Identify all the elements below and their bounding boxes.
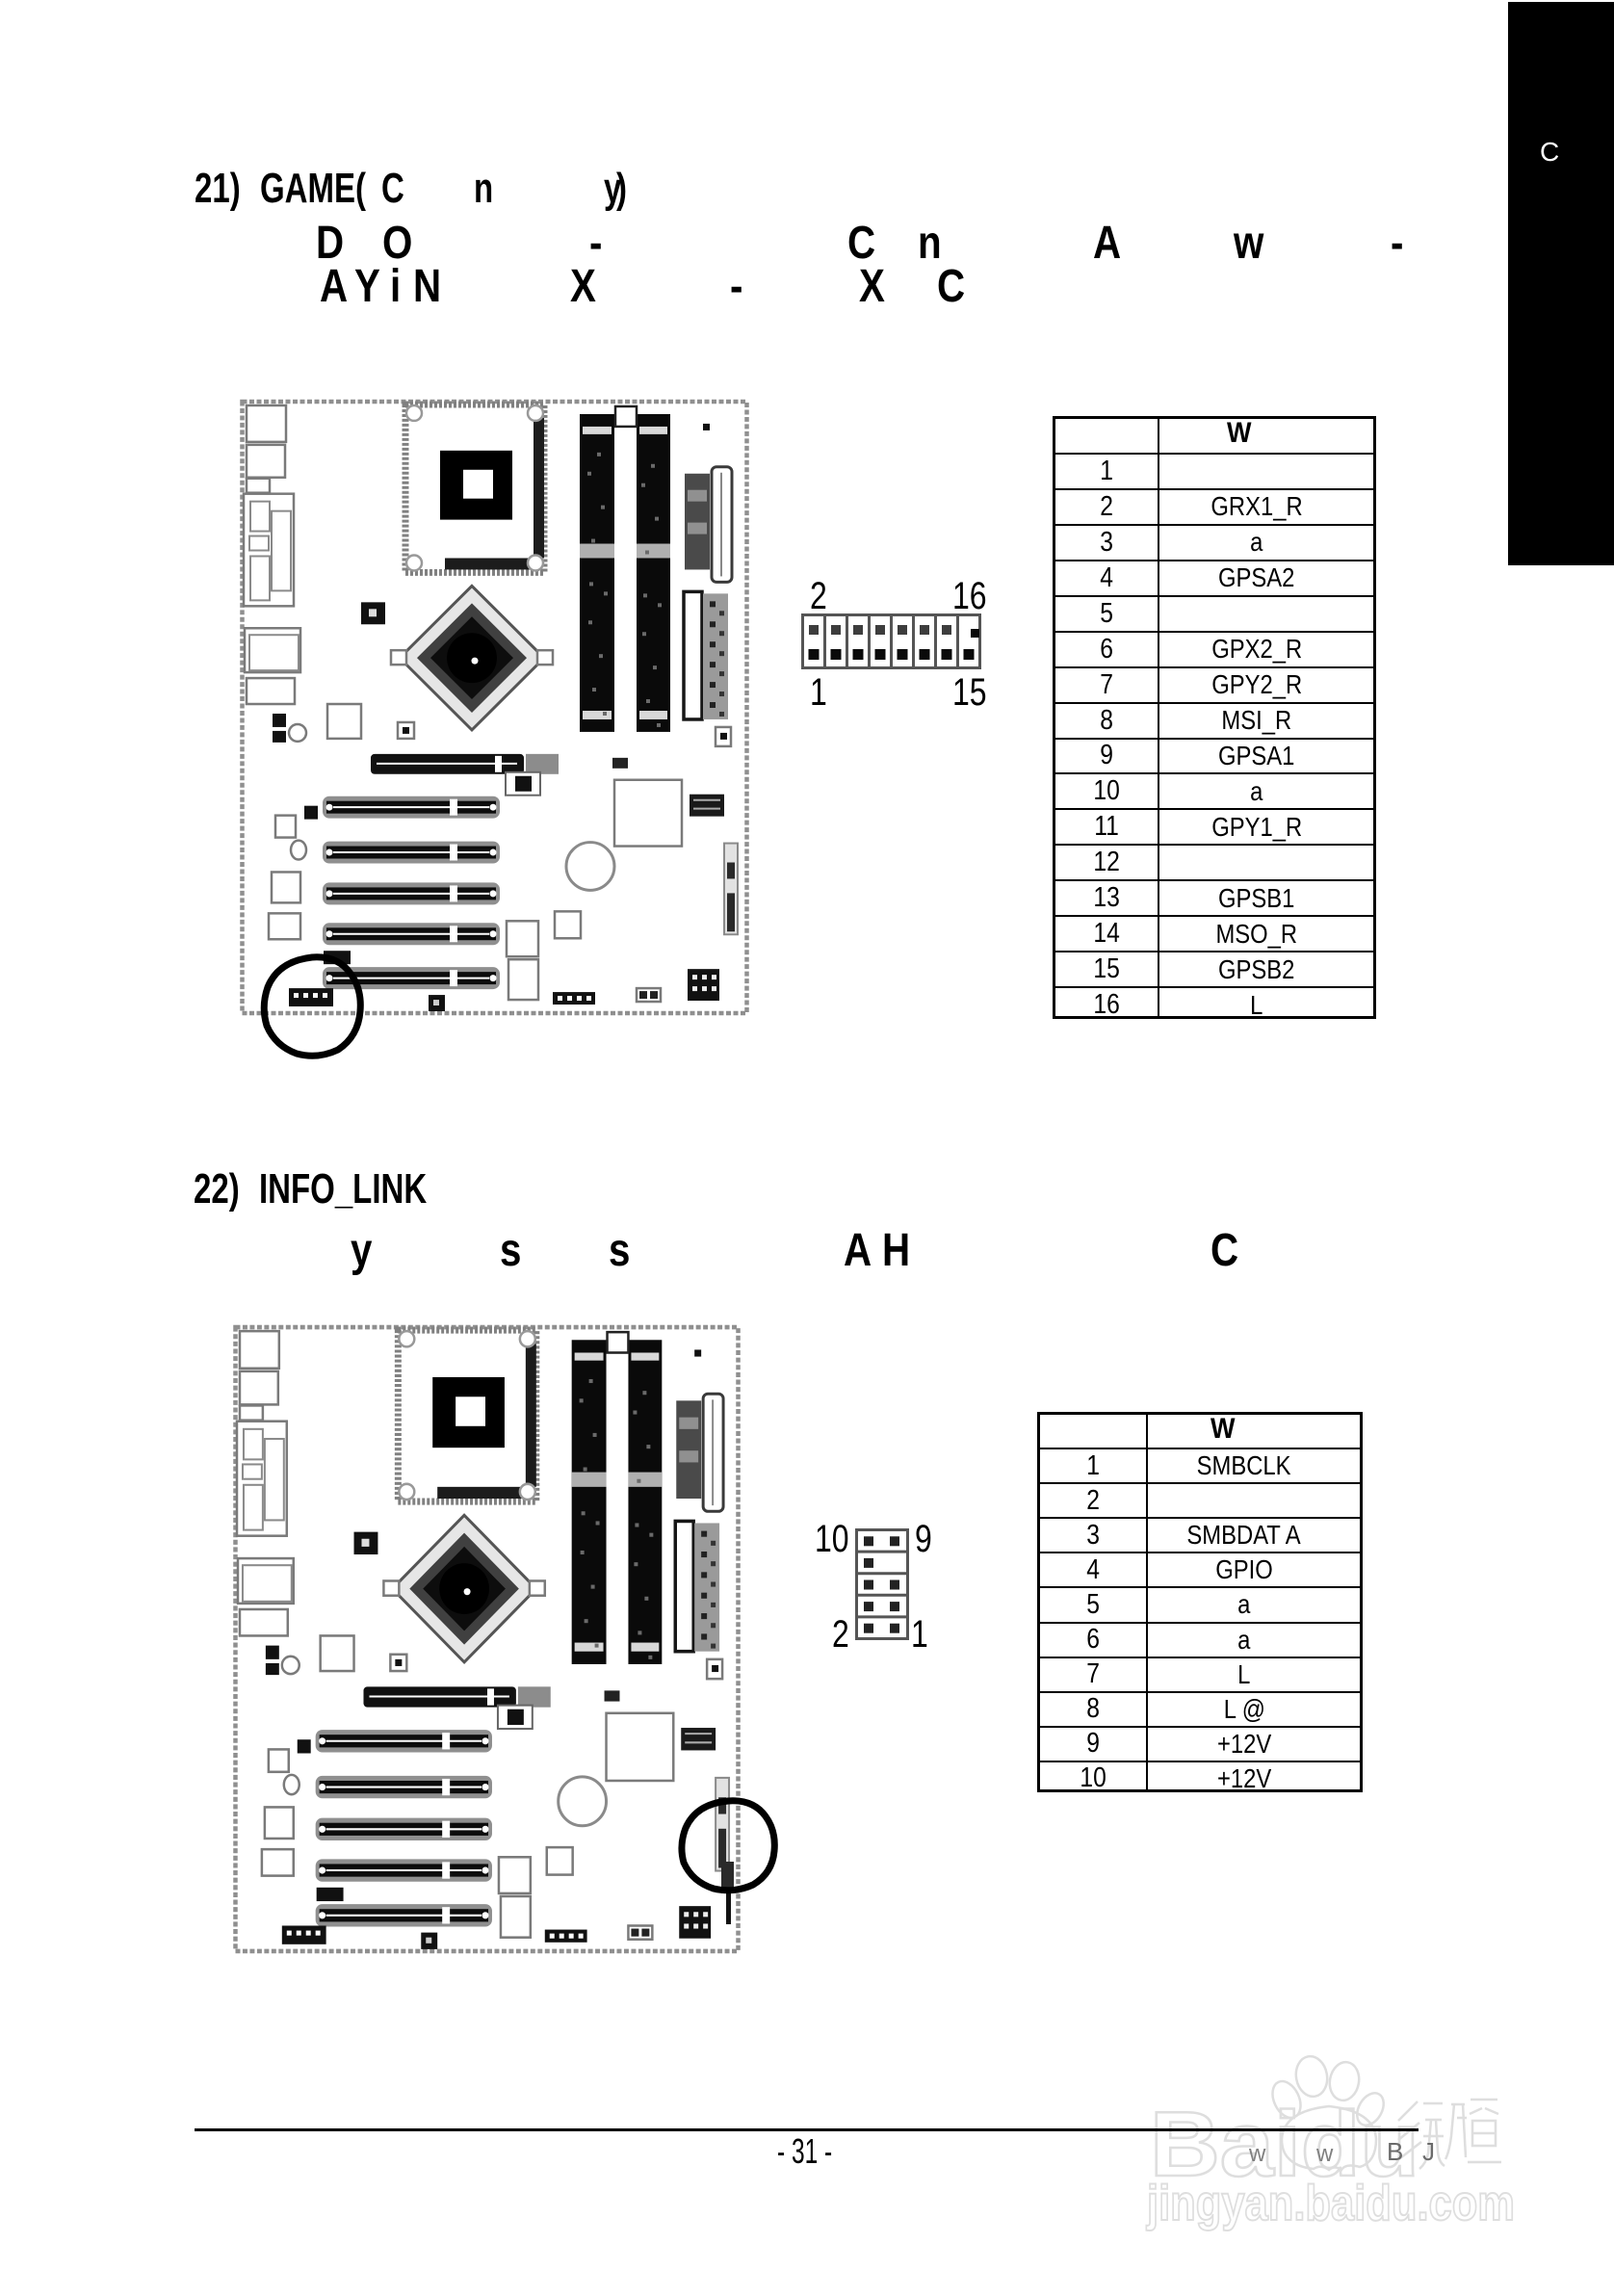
svg-text:jingyan.baidu.com: jingyan.baidu.com bbox=[1146, 2176, 1515, 2231]
